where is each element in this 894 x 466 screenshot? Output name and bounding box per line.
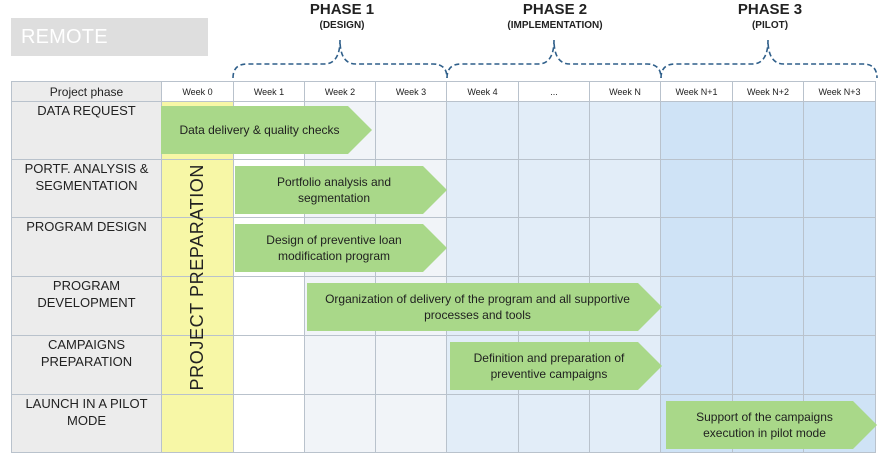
header-row: Project phase Week 0 Week 1 Week 2 Week … bbox=[11, 81, 876, 102]
row-label-program-development: PROGRAM DEVELOPMENT bbox=[11, 276, 162, 336]
grid-cell bbox=[732, 335, 804, 395]
grid-cell bbox=[518, 217, 590, 277]
grid-cell bbox=[375, 335, 447, 395]
task-arrow-pilot-support: Support of the campaigns execution in pi… bbox=[666, 401, 877, 449]
grid-cell bbox=[375, 394, 447, 453]
header-week: Week N+1 bbox=[660, 81, 733, 102]
header-week: Week 1 bbox=[233, 81, 305, 102]
grid-cell bbox=[446, 394, 519, 453]
grid-cell bbox=[518, 159, 590, 218]
header-week: Week N+2 bbox=[732, 81, 804, 102]
header-week: Week 2 bbox=[304, 81, 376, 102]
task-arrow-portfolio-analysis: Portfolio analysis and segmentation bbox=[235, 166, 447, 214]
header-week: Week N+3 bbox=[803, 81, 876, 102]
grid-cell bbox=[803, 276, 876, 336]
grid-cell bbox=[161, 217, 234, 277]
grid-cell bbox=[161, 335, 234, 395]
grid-cell bbox=[161, 276, 234, 336]
grid-cell bbox=[446, 159, 519, 218]
header-week: Week 0 bbox=[161, 81, 234, 102]
phase-2-title: PHASE 2 bbox=[522, 1, 588, 18]
phase-braces bbox=[232, 39, 878, 79]
phase-3-label: PHASE 3 (PILOT) bbox=[700, 1, 840, 32]
phase-2-label: PHASE 2 (IMPLEMENTATION) bbox=[470, 1, 640, 32]
row-label-data-request: DATA REQUEST bbox=[11, 101, 162, 160]
grid-cell bbox=[589, 394, 661, 453]
row-label-portf-analysis: PORTF. ANALYSIS & SEGMENTATION bbox=[11, 159, 162, 218]
task-arrow-program-design: Design of preventive loan modification p… bbox=[235, 224, 447, 272]
grid-cell bbox=[589, 159, 661, 218]
grid-cell bbox=[446, 101, 519, 160]
grid-cell bbox=[660, 159, 733, 218]
grid-cell bbox=[732, 101, 804, 160]
header-project-phase: Project phase bbox=[11, 81, 162, 102]
grid-cell bbox=[375, 101, 447, 160]
phase-2-brace bbox=[446, 39, 662, 79]
grid-cell bbox=[732, 159, 804, 218]
grid-cell bbox=[233, 335, 305, 395]
grid-cell bbox=[732, 217, 804, 277]
phase-1-label: PHASE 1 (DESIGN) bbox=[262, 1, 422, 32]
row-label-launch-pilot: LAUNCH IN A PILOT MODE bbox=[11, 394, 162, 453]
table-row: CAMPAIGNS PREPARATION bbox=[11, 335, 876, 395]
task-arrow-campaigns: Definition and preparation of preventive… bbox=[450, 342, 662, 390]
grid-cell bbox=[233, 394, 305, 453]
phase-2-subtitle: (IMPLEMENTATION) bbox=[507, 20, 603, 31]
grid-cell bbox=[233, 276, 305, 336]
page-title: REMOTE DELIVERY bbox=[11, 18, 208, 86]
phase-1-title: PHASE 1 bbox=[309, 1, 375, 18]
row-label-program-design: PROGRAM DESIGN bbox=[11, 217, 162, 277]
grid-cell bbox=[803, 335, 876, 395]
grid-cell bbox=[518, 394, 590, 453]
header-week: Week 4 bbox=[446, 81, 519, 102]
grid-cell bbox=[518, 101, 590, 160]
grid-cell bbox=[589, 217, 661, 277]
grid-cell bbox=[660, 101, 733, 160]
grid-cell bbox=[589, 101, 661, 160]
grid-cell bbox=[660, 335, 733, 395]
phase-3-subtitle: (PILOT) bbox=[751, 20, 789, 31]
grid-cell bbox=[446, 217, 519, 277]
table-row: DATA REQUEST bbox=[11, 101, 876, 160]
grid-cell bbox=[161, 159, 234, 218]
phase-1-brace bbox=[232, 39, 448, 79]
grid-cell bbox=[304, 394, 376, 453]
phase-1-subtitle: (DESIGN) bbox=[319, 20, 365, 31]
header-week: Week 3 bbox=[375, 81, 447, 102]
grid-cell bbox=[660, 217, 733, 277]
grid-cell bbox=[732, 276, 804, 336]
grid-cell bbox=[161, 394, 234, 453]
grid-cell bbox=[660, 276, 733, 336]
row-label-campaigns-preparation: CAMPAIGNS PREPARATION bbox=[11, 335, 162, 395]
task-arrow-data-delivery: Data delivery & quality checks bbox=[161, 106, 372, 154]
header-week: ... bbox=[518, 81, 590, 102]
grid-cell bbox=[803, 101, 876, 160]
header-week: Week N bbox=[589, 81, 661, 102]
gantt-grid: Project phase Week 0 Week 1 Week 2 Week … bbox=[11, 81, 876, 453]
grid-cell bbox=[304, 335, 376, 395]
phase-3-title: PHASE 3 bbox=[737, 1, 803, 18]
grid-cell bbox=[803, 159, 876, 218]
task-arrow-program-development: Organization of delivery of the program … bbox=[307, 283, 662, 331]
grid-cell bbox=[803, 217, 876, 277]
phase-3-brace bbox=[660, 39, 878, 79]
